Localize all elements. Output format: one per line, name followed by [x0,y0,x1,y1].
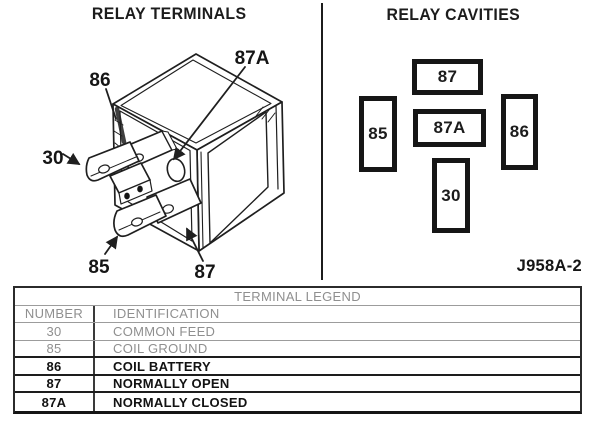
terminal-label-85: 85 [88,257,110,278]
table-row: 30 COMMON FEED [15,323,580,341]
cell-number: 86 [15,358,95,374]
terminal-label-30: 30 [42,148,63,169]
table-title: TERMINAL LEGEND [234,288,361,304]
cavity-box-85: 85 [359,96,397,172]
cavity-label-30: 30 [441,185,461,205]
column-header-identification: IDENTIFICATION [113,306,220,322]
leader-30 [62,152,81,165]
relay-cavities-heading: RELAY CAVITIES [386,6,521,24]
cavity-label-85: 85 [368,124,388,143]
terminal-legend-table: TERMINAL LEGEND NUMBER IDENTIFICATION 30… [13,286,582,414]
terminal-label-87: 87 [194,262,215,283]
panel-divider-line [321,3,323,280]
terminal-label-87a: 87A [235,48,270,69]
cell-identification: NORMALLY OPEN [113,376,230,392]
figure-id-label: J958A-2 [516,257,582,275]
blade-terminal-30 [85,141,140,182]
cavity-box-30: 30 [432,158,470,233]
column-header-number: NUMBER [15,305,95,323]
relay-terminals-drawing: 86 87A 30 85 87 [42,48,285,283]
coil-post-terminal [109,162,153,205]
cavity-label-87a: 87A [433,118,466,137]
cavity-box-87a: 87A [413,109,486,147]
cell-identification: NORMALLY CLOSED [113,394,248,410]
table-header-row: NUMBER IDENTIFICATION [15,305,580,324]
cell-identification: COIL GROUND [113,340,208,356]
relay-right-panel [207,111,269,244]
leader-87 [186,227,204,262]
terminal-label-86: 86 [89,70,110,91]
table-row: 87 NORMALLY OPEN [15,375,580,394]
table-title-row: TERMINAL LEGEND [15,288,580,306]
relay-terminals-heading: RELAY TERMINALS [91,5,247,23]
leader-85 [104,235,119,255]
leader-87a [172,66,246,161]
cell-identification: COMMON FEED [113,323,216,339]
cell-number: 87 [15,375,95,392]
cavity-label-86: 86 [509,122,530,141]
cavity-label-87: 87 [437,67,458,86]
cell-number: 85 [15,340,95,357]
cell-identification: COIL BATTERY [113,358,211,374]
cell-number: 87A [15,393,95,411]
table-row: 86 COIL BATTERY [15,358,580,376]
cavity-box-87: 87 [412,59,483,95]
leader-86 [105,88,117,120]
blade-terminal-85 [113,194,167,238]
table-row: 87A NORMALLY CLOSED [15,393,580,411]
relay-top-rim [120,59,272,144]
cell-number: 30 [15,323,95,340]
cavity-box-86: 86 [501,94,538,170]
table-row: 85 COIL GROUND [15,340,580,359]
